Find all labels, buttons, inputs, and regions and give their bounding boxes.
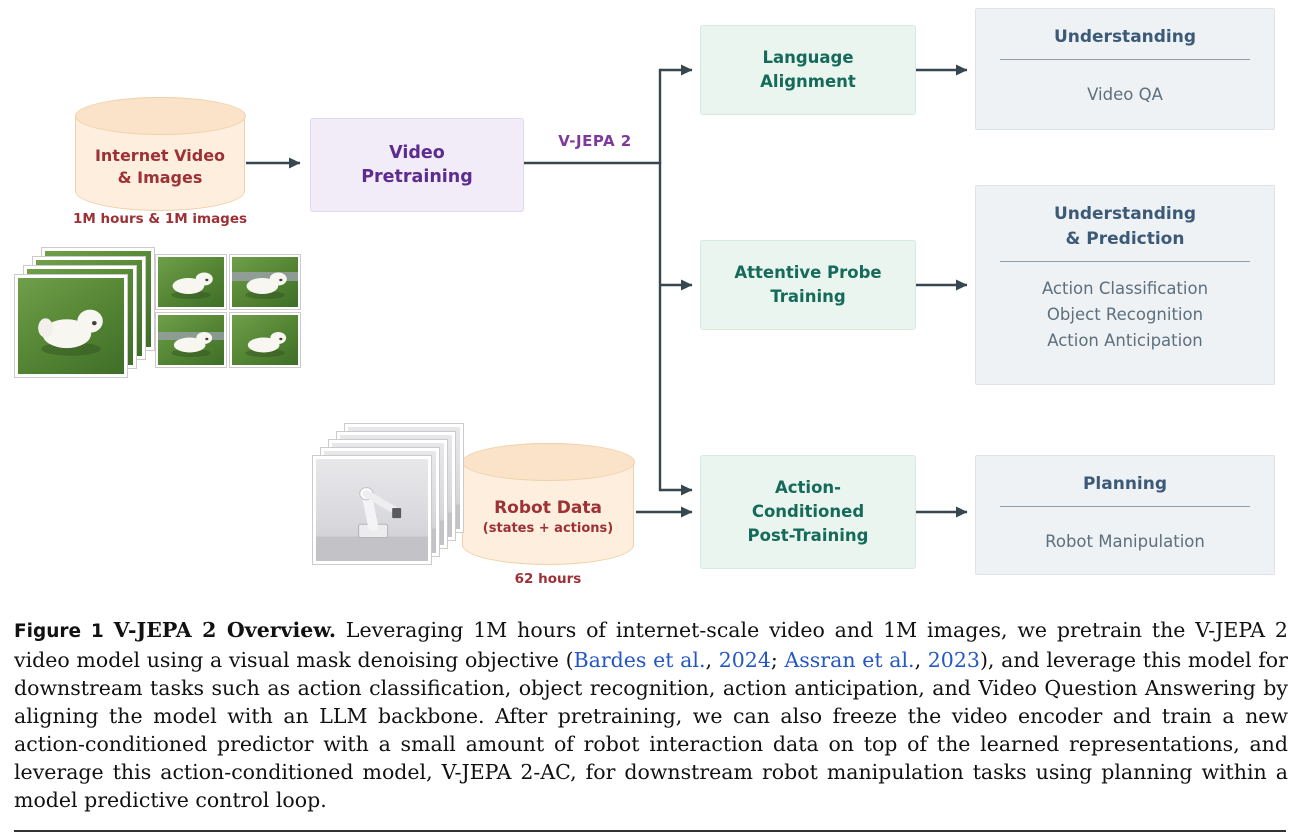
outcome-items: Robot Manipulation [976,529,1274,555]
robot-data-label-line2: (states + actions) [482,520,614,536]
citation-link-assran-year[interactable]: 2023 [927,648,980,672]
cylinder-lid [461,442,635,481]
robot-arm-illustration [316,487,428,561]
planning-outcome-box: Planning Robot Manipulation [975,455,1275,575]
language-alignment-line1: Language [762,48,854,67]
image-tile [156,255,226,309]
dog-photo [18,278,124,374]
action-conditioned-line1: Action- [774,478,842,497]
outcome-item: Action Anticipation [1047,331,1203,350]
section-divider-rule [14,830,1286,832]
action-conditioned-post-training-box: Action- Conditioned Post-Training [700,455,916,569]
caption-citation-separator: ; [770,648,785,672]
figure-title: V-JEPA 2 Overview. [113,618,337,642]
flow-arrows-graphic [246,64,968,518]
header-divider [999,261,1251,262]
dog-photo [158,315,224,365]
figure-caption: Figure 1 V-JEPA 2 Overview. Leveraging 1… [14,616,1288,814]
understanding-outcome-box: Understanding Video QA [975,8,1275,130]
dog-video-frames-stack [15,248,155,378]
internet-video-data-store: Internet Video & Images [74,96,246,211]
dog-photo [158,257,224,307]
vjepa2-overview-diagram: Internet Video & Images 1M hours & 1M im… [15,8,1275,587]
understanding-prediction-outcome-box: Understanding & Prediction Action Classi… [975,185,1275,385]
language-alignment-line2: Alignment [760,72,856,91]
image-tile [156,313,226,367]
outcome-header-line: Planning [1082,474,1168,494]
video-pretraining-line1: Video [389,143,445,163]
robot-data-label: Robot Data (states + actions) [463,480,633,554]
image-tile [230,313,300,367]
internet-video-label: Internet Video & Images [76,132,244,202]
caption-text-before-citations: Leveraging 1M hours of internet-scale vi… [14,618,1288,672]
caption-citation-separator: , [705,648,719,672]
cylinder-lid [74,96,246,135]
robot-data-size-note: 62 hours [514,571,582,587]
outcome-header-line1: Understanding [1053,204,1197,224]
action-conditioned-line3: Post-Training [747,526,869,545]
dog-photo [232,315,298,365]
caption-citation-separator: , [914,648,928,672]
outcome-item: Action Classification [1041,279,1209,298]
dog-illustration [171,272,213,299]
outcome-header-line2: & Prediction [1065,229,1185,249]
robot-video-frames-stack [313,424,463,564]
dog-illustration [245,332,287,357]
outcome-header: Understanding [976,25,1274,50]
action-conditioned-line2: Conditioned [751,502,865,521]
robot-data-store: Robot Data (states + actions) [461,442,635,565]
outcome-header-line: Understanding [1053,27,1197,47]
internet-video-label-line2: & Images [117,168,203,187]
vjepa2-arrow-label: V-JEPA 2 [558,132,632,150]
dog-illustration [38,309,103,356]
video-frame [313,456,431,564]
robot-data-label-line1: Robot Data [494,497,602,518]
citation-link-bardes-authors[interactable]: Bardes et al. [573,648,706,672]
caption-text-after-citations: ), and leverage this model for downstrea… [14,648,1288,812]
outcome-items: Video QA [976,82,1274,108]
dog-illustration [158,332,224,357]
outcome-item: Video QA [1087,85,1163,104]
outcome-item: Robot Manipulation [1045,532,1205,551]
video-pretraining-box: Video Pretraining [310,118,524,212]
attentive-probe-line1: Attentive Probe [734,263,882,282]
language-alignment-box: Language Alignment [700,25,916,115]
dog-illustration [232,272,298,299]
video-frame [15,275,127,377]
dog-image-grid [156,255,300,367]
internet-video-label-line1: Internet Video [94,146,226,165]
citation-link-bardes-year[interactable]: 2024 [718,648,771,672]
image-tile [230,255,300,309]
outcome-item: Object Recognition [1046,305,1204,324]
video-pretraining-line2: Pretraining [361,167,473,187]
header-divider [999,59,1251,60]
outcome-header: Understanding & Prediction [976,202,1274,252]
header-divider [999,506,1251,507]
attentive-probe-training-box: Attentive Probe Training [700,240,916,330]
internet-data-size-note: 1M hours & 1M images [72,211,248,227]
citation-link-assran-authors[interactable]: Assran et al. [784,648,915,672]
robot-photo [316,459,428,561]
outcome-items: Action Classification Object Recognition… [976,276,1274,354]
figure-number-label: Figure 1 [14,621,104,642]
dog-photo [232,257,298,307]
attentive-probe-line2: Training [770,287,846,306]
outcome-header: Planning [976,472,1274,497]
